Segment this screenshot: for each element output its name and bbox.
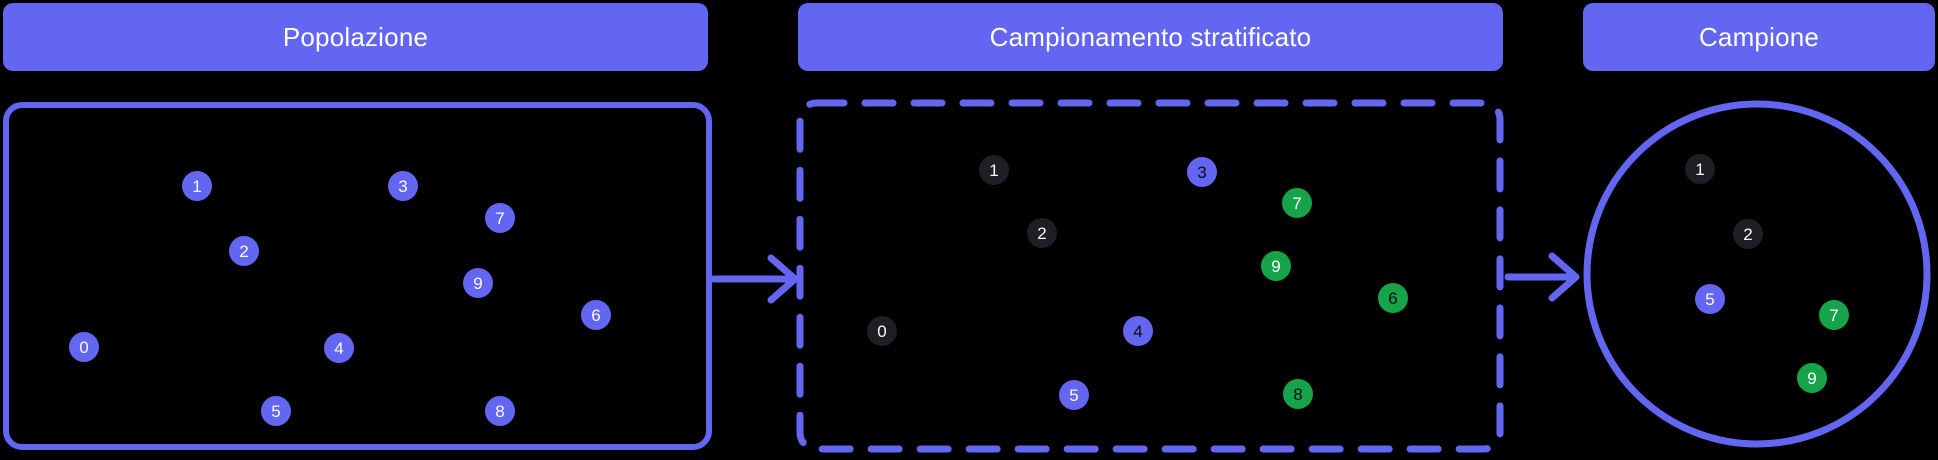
dot-campione-2 (1733, 219, 1763, 249)
dot-label-campionamento-stratificato-7: 7 (1292, 194, 1301, 213)
panel-outline-popolazione (3, 102, 712, 450)
dot-label-campione-9: 9 (1807, 369, 1816, 388)
dot-campionamento-stratificato-5 (1059, 380, 1089, 410)
dot-label-popolazione-1: 1 (192, 177, 201, 196)
dot-label-campionamento-stratificato-3: 3 (1197, 163, 1206, 182)
dot-campionamento-stratificato-6 (1378, 283, 1408, 313)
dot-popolazione-4 (324, 333, 354, 363)
banner-campione: Campione (1583, 3, 1935, 71)
dot-label-campionamento-stratificato-9: 9 (1271, 257, 1280, 276)
dot-popolazione-6 (581, 300, 611, 330)
dot-label-popolazione-5: 5 (271, 402, 280, 421)
dot-campionamento-stratificato-3 (1187, 157, 1217, 187)
dot-label-campionamento-stratificato-4: 4 (1133, 322, 1142, 341)
dot-label-campionamento-stratificato-2: 2 (1037, 224, 1046, 243)
dot-popolazione-1 (182, 171, 212, 201)
dot-label-popolazione-0: 0 (79, 338, 88, 357)
dot-campionamento-stratificato-9 (1261, 251, 1291, 281)
dot-popolazione-9 (463, 268, 493, 298)
dot-campione-1 (1685, 154, 1715, 184)
dot-campione-7 (1819, 300, 1849, 330)
dot-label-campionamento-stratificato-6: 6 (1388, 289, 1397, 308)
dot-campione-9 (1797, 363, 1827, 393)
dot-label-campione-2: 2 (1743, 225, 1752, 244)
dot-label-campionamento-stratificato-8: 8 (1293, 385, 1302, 404)
dot-label-campionamento-stratificato-1: 1 (989, 161, 998, 180)
dot-popolazione-8 (485, 396, 515, 426)
dot-popolazione-2 (229, 236, 259, 266)
dot-popolazione-0 (69, 332, 99, 362)
arrow-sampling-to-sample-head (1548, 252, 1580, 302)
dot-campionamento-stratificato-8 (1283, 379, 1313, 409)
dot-label-popolazione-6: 6 (591, 306, 600, 325)
dot-label-campionamento-stratificato-5: 5 (1069, 386, 1078, 405)
dot-campionamento-stratificato-1 (979, 155, 1009, 185)
dot-campionamento-stratificato-7 (1282, 188, 1312, 218)
dot-label-popolazione-8: 8 (495, 402, 504, 421)
dot-label-popolazione-9: 9 (473, 274, 482, 293)
dot-popolazione-5 (261, 396, 291, 426)
panel-outline-campione (1583, 100, 1931, 448)
banner-campione-label: Campione (1698, 21, 1820, 52)
dot-popolazione-3 (388, 171, 418, 201)
dot-label-campione-5: 5 (1705, 290, 1714, 309)
banner-popolazione-label: Popolazione (282, 21, 429, 52)
banner-campionamento-stratificato: Campionamento stratificato (798, 3, 1503, 71)
dot-label-campionamento-stratificato-0: 0 (877, 322, 886, 341)
dot-label-popolazione-4: 4 (334, 339, 343, 358)
arrow-population-to-sampling-head (767, 254, 799, 304)
dot-campione-5 (1695, 284, 1725, 314)
dot-campionamento-stratificato-4 (1123, 316, 1153, 346)
banner-popolazione: Popolazione (3, 3, 708, 71)
panel-outline-campionamento-stratificato (796, 99, 1504, 453)
dot-label-popolazione-7: 7 (495, 209, 504, 228)
dot-label-popolazione-3: 3 (398, 177, 407, 196)
dot-popolazione-7 (485, 203, 515, 233)
banner-campionamento-stratificato-label: Campionamento stratificato (989, 21, 1312, 52)
dot-label-popolazione-2: 2 (239, 242, 248, 261)
dot-campionamento-stratificato-2 (1027, 218, 1057, 248)
dot-campionamento-stratificato-0 (867, 316, 897, 346)
dot-label-campione-1: 1 (1695, 160, 1704, 179)
dot-label-campione-7: 7 (1829, 306, 1838, 325)
